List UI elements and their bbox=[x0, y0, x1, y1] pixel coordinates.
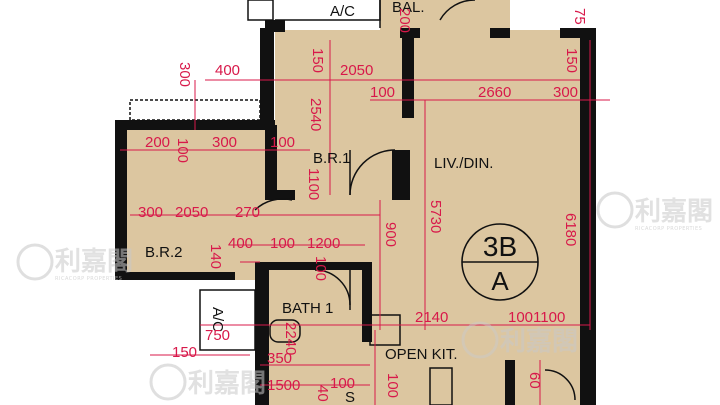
bal-wall-b bbox=[490, 28, 510, 38]
dim-6180: 6180 bbox=[562, 213, 579, 246]
dim-350: 350 bbox=[267, 350, 292, 367]
br2-west-wall bbox=[115, 128, 127, 278]
dim-100-b: 100 bbox=[270, 134, 295, 151]
ne-wall bbox=[560, 28, 584, 38]
dim-100-v: 100 bbox=[174, 138, 191, 163]
bal-floor bbox=[380, 0, 510, 30]
dim-100-f: 100 bbox=[384, 373, 401, 398]
dim-2540: 2540 bbox=[307, 98, 324, 131]
dim-2050-b: 2050 bbox=[175, 204, 208, 221]
dim-75-top: 75 bbox=[571, 8, 588, 25]
dim-300-v: 300 bbox=[176, 62, 193, 87]
dim-100-a: 100 bbox=[370, 84, 395, 101]
dim-150-b: 150 bbox=[563, 48, 580, 73]
dim-1100-v: 1100 bbox=[305, 168, 322, 200]
dim-1001100: 1001100 bbox=[508, 309, 565, 326]
dim-1200: 1200 bbox=[307, 235, 340, 252]
room-label-open-kit: OPEN KIT. bbox=[385, 346, 458, 363]
room-label-liv-din: LIV./DIN. bbox=[434, 155, 493, 172]
unit-badge-bottom: A bbox=[491, 266, 509, 296]
room-label-br1: B.R.1 bbox=[313, 150, 351, 167]
dim-150-c: 150 bbox=[172, 344, 197, 361]
br1-west-wall bbox=[265, 125, 277, 195]
watermark-3: 利嘉閣 RICACORP PROPERTIES bbox=[596, 191, 713, 232]
svg-text:利嘉閣: 利嘉閣 bbox=[635, 197, 713, 227]
svg-text:利嘉閣: 利嘉閣 bbox=[55, 247, 133, 277]
unit-badge-top: 3B bbox=[483, 231, 517, 262]
dim-100-d: 100 bbox=[312, 256, 329, 281]
dimension-lines bbox=[120, 40, 610, 405]
dim-900: 900 bbox=[382, 222, 399, 247]
room-label-ac-side: A/C bbox=[209, 307, 226, 332]
room-labels: A/C BAL. B.R.1 LIV./DIN. B.R.2 BATH 1 A/… bbox=[145, 0, 493, 405]
dimension-labels: 200 75 400 150 2050 150 300 100 2660 300… bbox=[138, 8, 588, 402]
dim-40: 40 bbox=[314, 385, 331, 402]
floor-areas bbox=[125, 0, 585, 405]
bath-floor bbox=[265, 270, 370, 405]
dim-2140: 2140 bbox=[415, 309, 448, 326]
bath-west-wall bbox=[255, 262, 269, 405]
room-label-ac-top: A/C bbox=[330, 3, 355, 20]
dim-100-c: 100 bbox=[270, 235, 295, 252]
dim-5730: 5730 bbox=[427, 200, 444, 233]
room-label-br2: B.R.2 bbox=[145, 244, 183, 261]
dim-60: 60 bbox=[526, 372, 543, 389]
room-label-bal: BAL. bbox=[392, 0, 425, 16]
br1-east-wall-low bbox=[392, 150, 410, 200]
room-label-bath-partial: S bbox=[345, 389, 355, 405]
br2-south-wall bbox=[115, 272, 235, 280]
br2-floor bbox=[125, 130, 285, 280]
dim-150-a: 150 bbox=[309, 48, 326, 73]
bal-wall-a bbox=[400, 28, 420, 38]
bath-north-wall bbox=[265, 262, 365, 270]
kit-east-wall bbox=[505, 360, 515, 405]
dim-270: 270 bbox=[235, 204, 260, 221]
watermark-2: 利嘉閣 bbox=[149, 363, 266, 401]
dim-750: 750 bbox=[205, 327, 230, 344]
dim-400-b: 400 bbox=[228, 235, 253, 252]
svg-text:RICACORP PROPERTIES: RICACORP PROPERTIES bbox=[635, 226, 702, 232]
dim-200-top: 200 bbox=[396, 8, 413, 33]
walls bbox=[115, 20, 596, 405]
bath-east-wall bbox=[362, 262, 372, 342]
watermark-1: 利嘉閣 RICACORP PROPERTIES bbox=[16, 243, 133, 282]
dim-2050-a: 2050 bbox=[340, 62, 373, 79]
east-wall bbox=[580, 28, 596, 405]
svg-text:利嘉閣: 利嘉閣 bbox=[500, 327, 578, 357]
br1-west-wall-top bbox=[260, 28, 274, 128]
dim-140: 140 bbox=[207, 244, 224, 269]
dim-2240: 2240 bbox=[282, 322, 299, 355]
watermarks: 利嘉閣 RICACORP PROPERTIES 利嘉閣 利嘉閣 RICACORP… bbox=[16, 191, 713, 401]
dim-300-r: 300 bbox=[553, 84, 578, 101]
corridor-floor bbox=[275, 195, 410, 275]
br1-east-wall bbox=[402, 28, 414, 118]
unit-badge: 3B A bbox=[461, 223, 539, 301]
dim-2660: 2660 bbox=[478, 84, 511, 101]
dim-300-m: 300 bbox=[212, 134, 237, 151]
room-label-bath: BATH 1 bbox=[282, 300, 333, 317]
svg-text:RICACORP PROPERTIES: RICACORP PROPERTIES bbox=[55, 276, 122, 282]
br1-floor bbox=[275, 30, 410, 200]
dim-1500: 1500 bbox=[267, 377, 300, 394]
dim-400: 400 bbox=[215, 62, 240, 79]
dim-300-l: 300 bbox=[138, 204, 163, 221]
dim-200-l: 200 bbox=[145, 134, 170, 151]
kit-floor bbox=[370, 270, 510, 405]
dim-100-e: 100 bbox=[330, 375, 355, 392]
watermark-4: 利嘉閣 bbox=[461, 321, 578, 359]
br1-south-wall bbox=[265, 190, 295, 200]
svg-text:利嘉閣: 利嘉閣 bbox=[188, 369, 266, 399]
